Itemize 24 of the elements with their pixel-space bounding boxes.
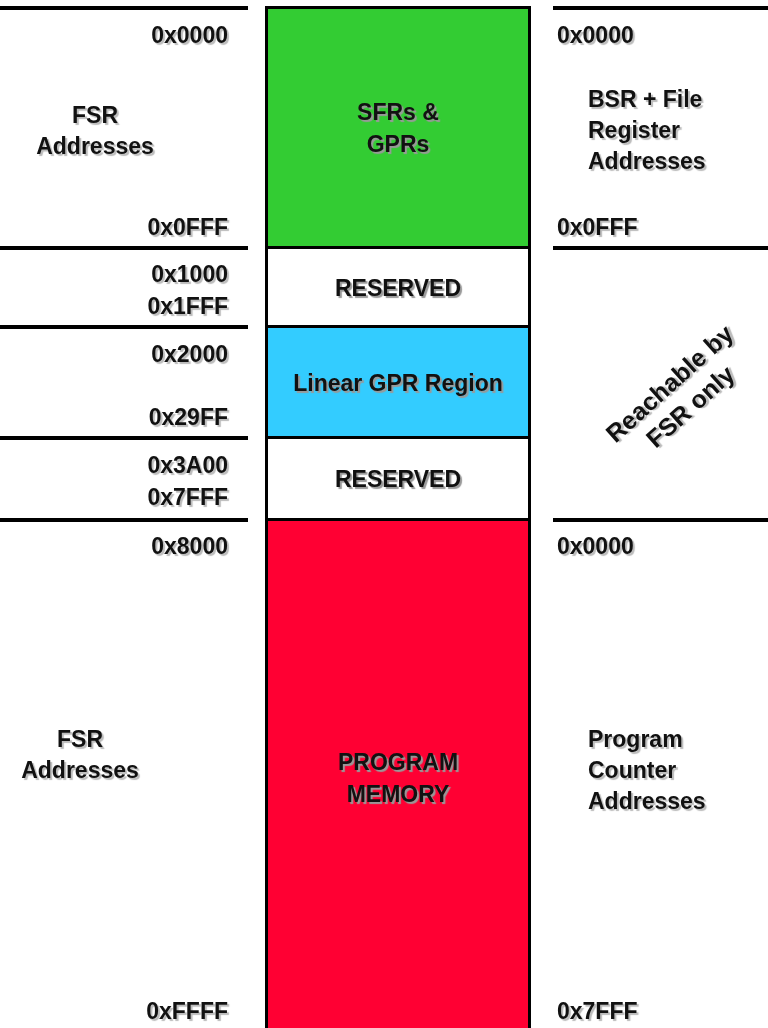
- address-label: 0x0000: [557, 532, 635, 561]
- memory-region-block: [265, 518, 531, 1028]
- address-label: 0x3A00: [146, 451, 228, 480]
- region-label: Linear GPR Region: [293, 368, 503, 398]
- region-label: SFRs & GPRs: [356, 98, 440, 159]
- region-label: RESERVED: [334, 273, 462, 303]
- address-label: 0x0FFF: [557, 213, 639, 242]
- region-label: PROGRAM MEMORY: [336, 748, 460, 809]
- region-label: RESERVED: [334, 465, 462, 494]
- address-label: 0x29FF: [147, 403, 228, 432]
- address-label: 0x7FFF: [557, 997, 639, 1026]
- address-space-label: FSR Addresses: [35, 101, 155, 161]
- address-space-label: BSR + File Register Addresses: [588, 85, 707, 176]
- address-label: 0x0000: [150, 21, 228, 50]
- address-label: 0x0FFF: [146, 213, 228, 242]
- address-space-label: Program Counter Addresses: [588, 725, 707, 816]
- address-label: 0x1000: [150, 260, 228, 289]
- address-space-label: FSR Addresses: [20, 725, 140, 785]
- address-label: 0x8000: [150, 532, 228, 561]
- address-label: 0xFFFF: [145, 997, 228, 1026]
- address-label: 0x2000: [150, 340, 228, 369]
- address-label: 0x1FFF: [146, 292, 228, 321]
- address-label: 0x7FFF: [146, 483, 228, 512]
- address-label: 0x0000: [557, 21, 635, 50]
